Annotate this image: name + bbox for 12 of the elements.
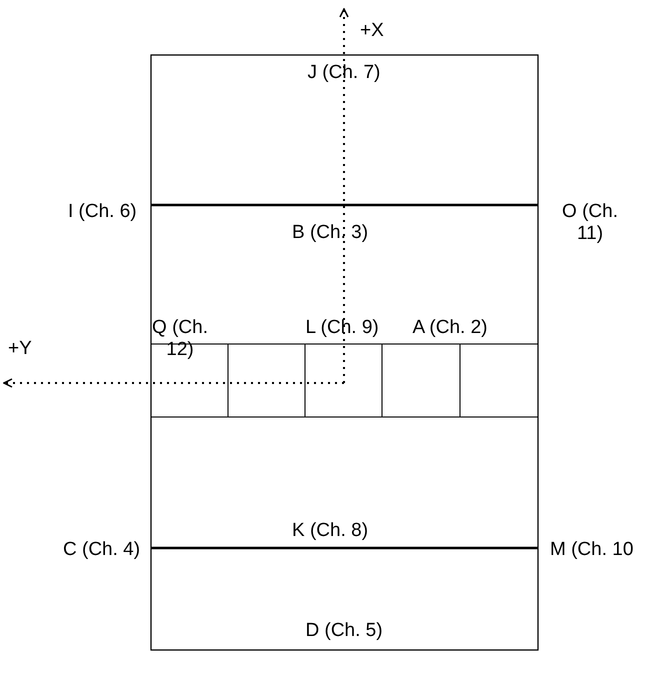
sensor-label: I (Ch. 6) [68,201,137,223]
sensor-label: C (Ch. 4) [63,539,140,561]
sensor-label: O (Ch. 11) [561,201,619,245]
sensor-label: J (Ch. 7) [308,62,380,84]
sensor-label: B (Ch. 3) [292,222,368,244]
sensor-label: K (Ch. 8) [292,520,368,542]
sensor-label: A (Ch. 2) [412,317,488,339]
sensor-label: L (Ch. 9) [306,317,379,339]
sensor-label: M (Ch. 10 [550,539,634,561]
axis-label: +Y [8,338,32,360]
axis-label: +X [360,20,384,42]
sensor-label: D (Ch. 5) [306,620,383,642]
